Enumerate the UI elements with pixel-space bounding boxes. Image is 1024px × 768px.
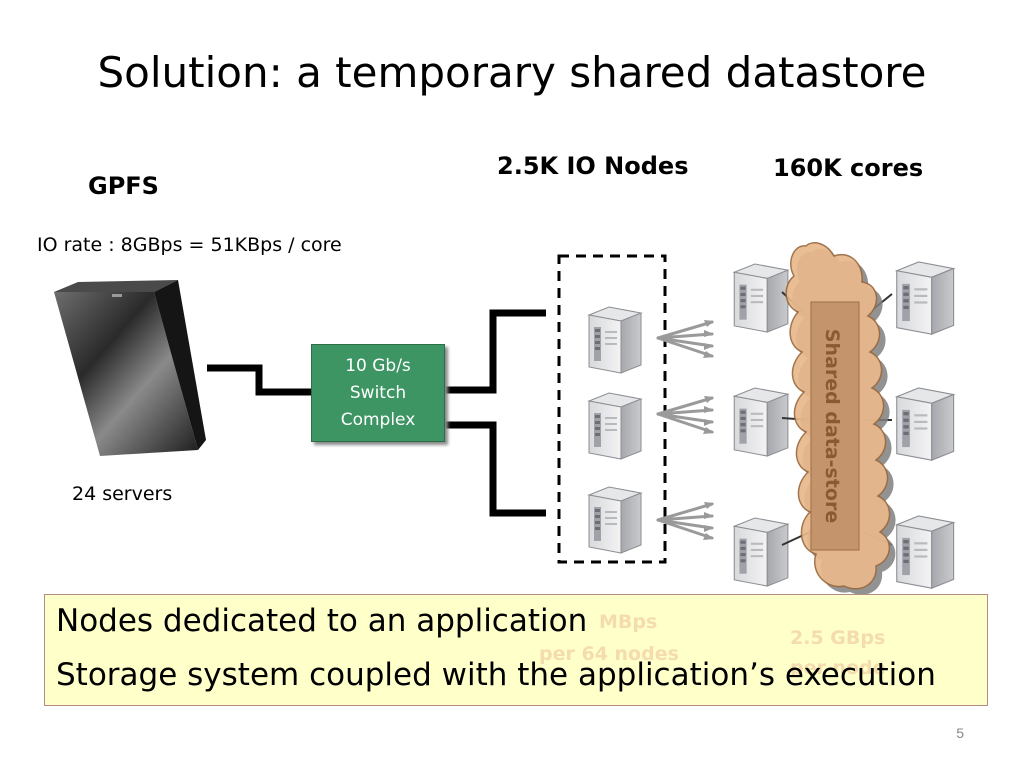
io-node-tower-2: [588, 392, 642, 460]
io-nodes-group-box: [557, 254, 667, 564]
servers-label: 24 servers: [72, 483, 173, 505]
callout-box: MBps per 64 nodes 2.5 GBps per node Node…: [44, 594, 988, 706]
switch-line-3: Complex: [340, 409, 416, 430]
callout-line-1: Nodes dedicated to an application: [56, 603, 588, 639]
io-nodes-label: 2.5K IO Nodes: [497, 152, 689, 180]
switch-complex-box: 10 Gb/s Switch Complex: [311, 344, 445, 442]
io-node-tower-1: [588, 306, 642, 374]
io-node-tower-3: [588, 486, 642, 554]
ghost-text-per-64-nodes: per 64 nodes: [539, 643, 679, 665]
cores-label: 160K cores: [773, 154, 924, 182]
switch-to-io-link-top: [444, 309, 546, 394]
ghost-text-gbps: 2.5 GBps: [790, 627, 886, 649]
slide-title: Solution: a temporary shared datastore: [97, 48, 927, 97]
shared-datastore-box: [810, 301, 860, 551]
compute-tower-left-3: [733, 517, 789, 587]
compute-tower-right-1: [896, 261, 955, 335]
compute-tower-left-2: [733, 387, 789, 457]
switch-line-1: 10 Gb/s: [345, 355, 411, 376]
gpfs-rack-icon: [54, 280, 206, 456]
page-number: 5: [956, 725, 964, 741]
shared-datastore-label: Shared data-store: [821, 329, 843, 523]
gpfs-label: GPFS: [88, 172, 159, 200]
compute-tower-left-1: [733, 263, 789, 333]
ghost-text-mbps: MBps: [599, 611, 658, 633]
switch-to-io-link-bottom: [444, 421, 546, 517]
rack-to-switch-link: [207, 364, 312, 396]
io-rate-label: IO rate : 8GBps = 51KBps / core: [37, 234, 342, 256]
ghost-text-per-node: per node: [790, 657, 886, 675]
compute-tower-right-2: [896, 387, 955, 461]
switch-line-2: Switch: [349, 382, 407, 403]
compute-tower-right-3: [896, 515, 955, 589]
callout-line-2: Storage system coupled with the applicat…: [56, 657, 936, 693]
